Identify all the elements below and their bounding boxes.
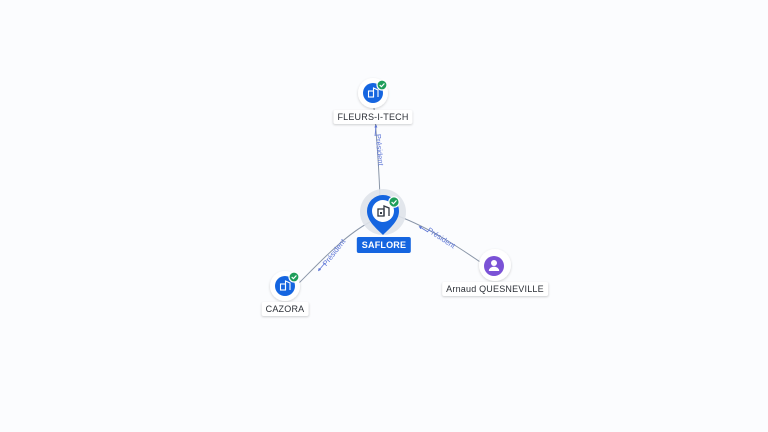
node-label-fleurs-i-tech[interactable]: FLEURS-I-TECH — [333, 110, 413, 124]
verified-check-icon — [288, 271, 300, 283]
node-saflore[interactable] — [360, 189, 406, 235]
edge-top-label: Président — [374, 134, 386, 167]
node-fleurs-i-tech[interactable] — [358, 78, 388, 108]
node-label-saflore[interactable]: SAFLORE — [356, 237, 412, 253]
building-icon — [279, 280, 291, 291]
node-cazora[interactable] — [270, 271, 300, 301]
edge-top-arrow — [374, 124, 378, 137]
edge-right-arrow — [418, 226, 429, 233]
edge-left-label: Président — [321, 236, 348, 267]
person-icon — [488, 260, 500, 271]
verified-check-icon — [376, 79, 388, 91]
building-icon — [367, 87, 379, 98]
node-label-arnaud-quesneville[interactable]: Arnaud QUESNEVILLE — [442, 282, 548, 296]
verified-check-icon — [388, 196, 400, 208]
edge-right — [397, 215, 487, 267]
node-label-cazora[interactable]: CAZORA — [261, 302, 309, 316]
building-icon — [377, 205, 390, 217]
edge-right-label: Président — [426, 226, 458, 251]
node-arnaud-quesneville[interactable] — [479, 249, 511, 281]
edge-left-arrow — [317, 262, 326, 272]
edge-left — [297, 221, 371, 285]
